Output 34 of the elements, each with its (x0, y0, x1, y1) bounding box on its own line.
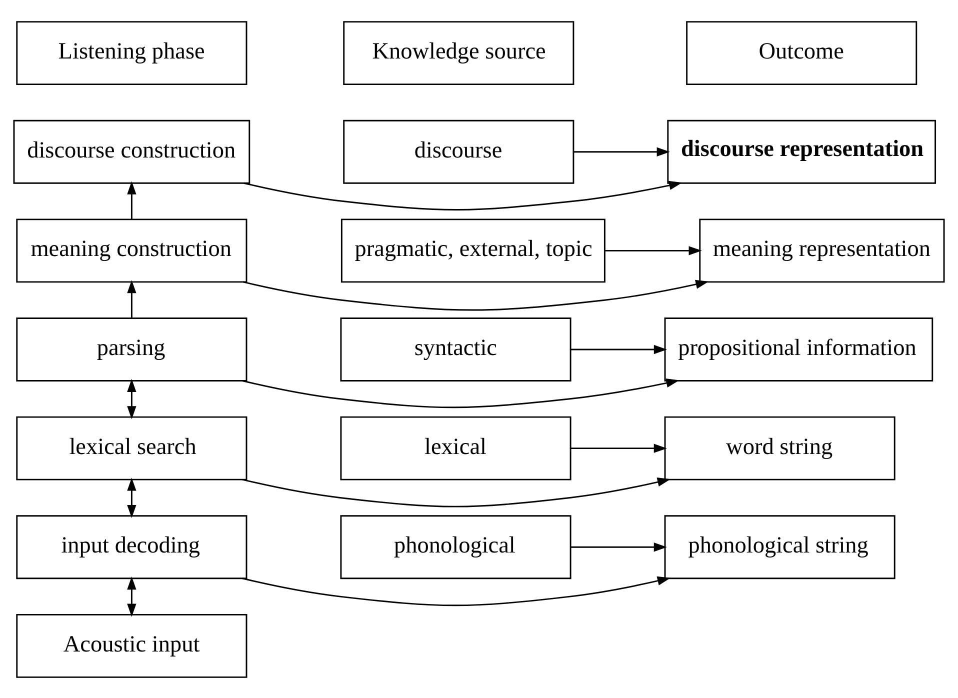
arrow (127, 576, 136, 616)
node-box: phonological string (664, 514, 896, 579)
node-box: phonological (340, 514, 572, 579)
arrow (127, 280, 136, 318)
node-box: meaning construction (16, 218, 248, 282)
arrow (242, 279, 709, 310)
node-box: meaning representation (699, 218, 945, 282)
arrow (242, 378, 680, 408)
arrow (242, 477, 671, 507)
node-box: discourse (343, 119, 574, 184)
node-box: pragmatic, external, topic (340, 218, 606, 282)
arrow (570, 542, 667, 552)
node-box: discourse representation (667, 119, 936, 184)
arrow (127, 180, 136, 219)
node-box: Listening phase (16, 20, 248, 85)
node-box: parsing (16, 317, 248, 381)
arrow (605, 246, 702, 255)
node-box: lexical search (16, 416, 248, 480)
node-box: Knowledge source (343, 20, 574, 85)
node-box: syntactic (340, 317, 572, 381)
arrow (570, 443, 667, 452)
arrow (574, 146, 670, 156)
arrow (127, 477, 136, 518)
arrow (244, 180, 682, 210)
node-box: word string (664, 416, 896, 480)
node-box: input decoding (16, 514, 248, 579)
node-box: lexical (340, 416, 572, 480)
node-box: Acoustic input (16, 613, 248, 678)
arrow (242, 576, 671, 606)
arrow (127, 378, 136, 419)
arrow (570, 344, 668, 354)
node-box: discourse construction (13, 119, 250, 184)
node-box: Outcome (686, 20, 918, 85)
node-box: propositional information (664, 317, 934, 381)
